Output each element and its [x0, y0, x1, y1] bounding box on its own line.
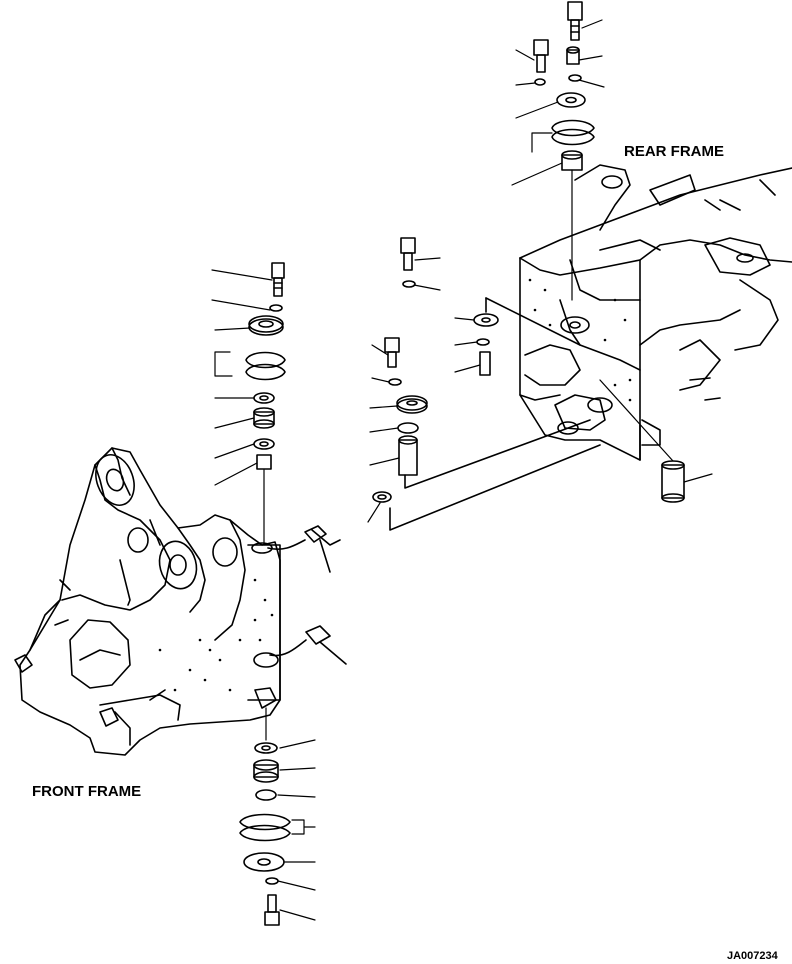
- front-upper-pin-stack: [246, 263, 285, 545]
- front-frame-label: FRONT FRAME: [32, 783, 142, 800]
- front-leader-lines: [212, 270, 315, 920]
- rear-lower-sleeve: [600, 380, 684, 502]
- drawing-code-label: JA007234: [727, 950, 778, 962]
- rear-leader-lines: [368, 20, 712, 522]
- front-lower-pin-stack: [240, 708, 290, 925]
- rear-frame-drawing: [520, 165, 792, 460]
- rear-frame-label: REAR FRAME: [624, 143, 724, 160]
- front-frame-drawing: [15, 448, 280, 755]
- front-grease-fittings: [268, 526, 346, 664]
- rear-upper-pin-stack: [534, 2, 594, 300]
- rear-middle-pin-stack: [373, 238, 600, 530]
